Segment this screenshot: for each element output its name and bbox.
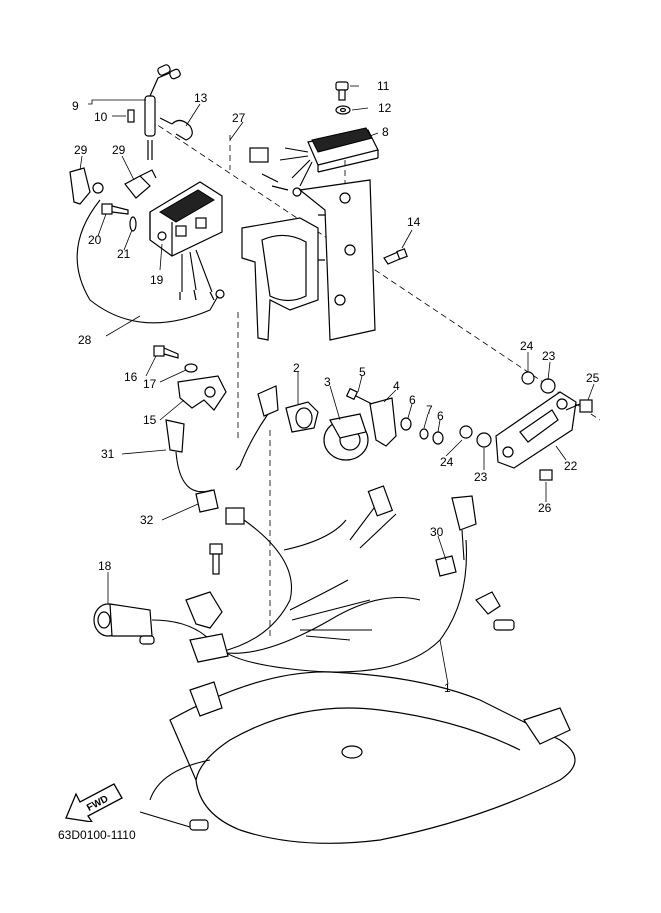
rectifier-regulator [249,127,379,197]
callout-26: 26 [538,501,552,515]
callout-labels: 1 2 3 4 5 6 6 7 8 9 10 11 12 13 14 15 16… [72,79,600,695]
callout-29b: 29 [112,143,126,157]
callout-19: 19 [150,273,164,287]
fwd-arrow-icon: FWD [65,783,123,822]
bracket-4 [369,397,397,447]
callout-17: 17 [143,377,157,391]
callout-9: 9 [72,99,79,113]
callout-25: 25 [586,371,600,385]
callout-32: 32 [140,513,154,527]
callout-30: 30 [430,525,444,539]
plug-cap-assembly [127,64,181,160]
bolt-26 [539,469,553,481]
callout-13: 13 [194,91,208,105]
callout-16: 16 [124,370,138,384]
callout-5: 5 [359,365,366,379]
callout-3: 3 [324,375,331,389]
bracket-22 [495,391,577,469]
screw-5 [345,387,373,405]
callout-28: 28 [78,333,92,347]
wire-harness-1 [219,485,515,673]
bolt-20 [101,203,129,215]
callout-22: 22 [564,459,578,473]
callout-24b: 24 [440,455,454,469]
callout-21: 21 [117,247,131,261]
clamp-13 [159,117,193,141]
bolt-25 [565,399,593,413]
callout-7: 7 [426,403,433,417]
mount-bracket [185,543,229,663]
bottom-cowling [139,671,576,844]
grommets-23-24 [459,371,556,448]
plug-cap-29-left [69,167,104,205]
callout-6b: 6 [437,409,444,423]
pulser-coil-2 [285,401,319,433]
callout-2: 2 [293,361,300,375]
callout-27: 27 [232,111,246,125]
ignition-coil-3 [323,413,369,461]
washer-17 [184,363,198,373]
bolt-16 [153,345,179,359]
callout-23a: 23 [542,349,556,363]
bolt-11 [335,81,349,101]
callout-1: 1 [444,681,451,695]
clamp-15 [177,375,227,411]
lead-wire-28 [76,199,225,324]
plug-cap-31 [165,385,279,493]
washer-12 [335,105,351,115]
callout-18: 18 [98,559,112,573]
screw-14 [383,248,408,265]
washer-21 [129,216,137,232]
callout-leaders [79,85,595,685]
callout-14: 14 [407,215,421,229]
callout-11: 11 [377,79,390,93]
document-code: 63D0100-1110 [58,828,136,842]
callout-8: 8 [382,125,389,139]
cdi-unit [149,181,223,301]
callout-10: 10 [94,110,108,124]
callout-23b: 23 [474,470,488,484]
engine-bracket [241,179,376,341]
callout-29a: 29 [74,143,88,157]
callout-20: 20 [88,233,102,247]
plug-cap-29-right [124,169,157,199]
callout-31: 31 [101,447,115,461]
callout-24a: 24 [520,339,534,353]
relay-30 [435,555,457,577]
washers-6-7 [400,417,444,445]
callout-15: 15 [143,413,157,427]
main-switch-18 [93,603,211,645]
coupler-32 [195,489,245,525]
callout-6a: 6 [409,393,416,407]
callout-12: 12 [378,101,392,115]
callout-4: 4 [393,379,400,393]
